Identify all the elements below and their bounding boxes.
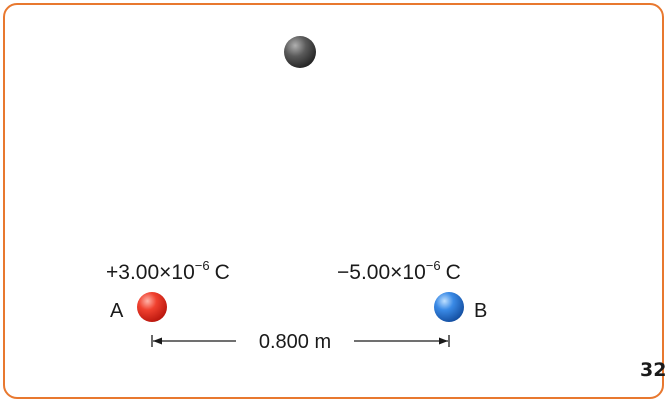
charge-a-label: A	[110, 300, 124, 322]
charge-b-label: B	[474, 300, 487, 322]
distance-label: 0.800 m	[259, 331, 331, 353]
charge-a-sphere	[137, 292, 167, 322]
figure-frame	[3, 3, 664, 399]
test-charge-sphere	[284, 36, 316, 68]
distance-dimension	[151, 335, 450, 347]
charge-b-sphere	[434, 292, 464, 322]
figure-caption: الشكل 32	[640, 359, 671, 381]
